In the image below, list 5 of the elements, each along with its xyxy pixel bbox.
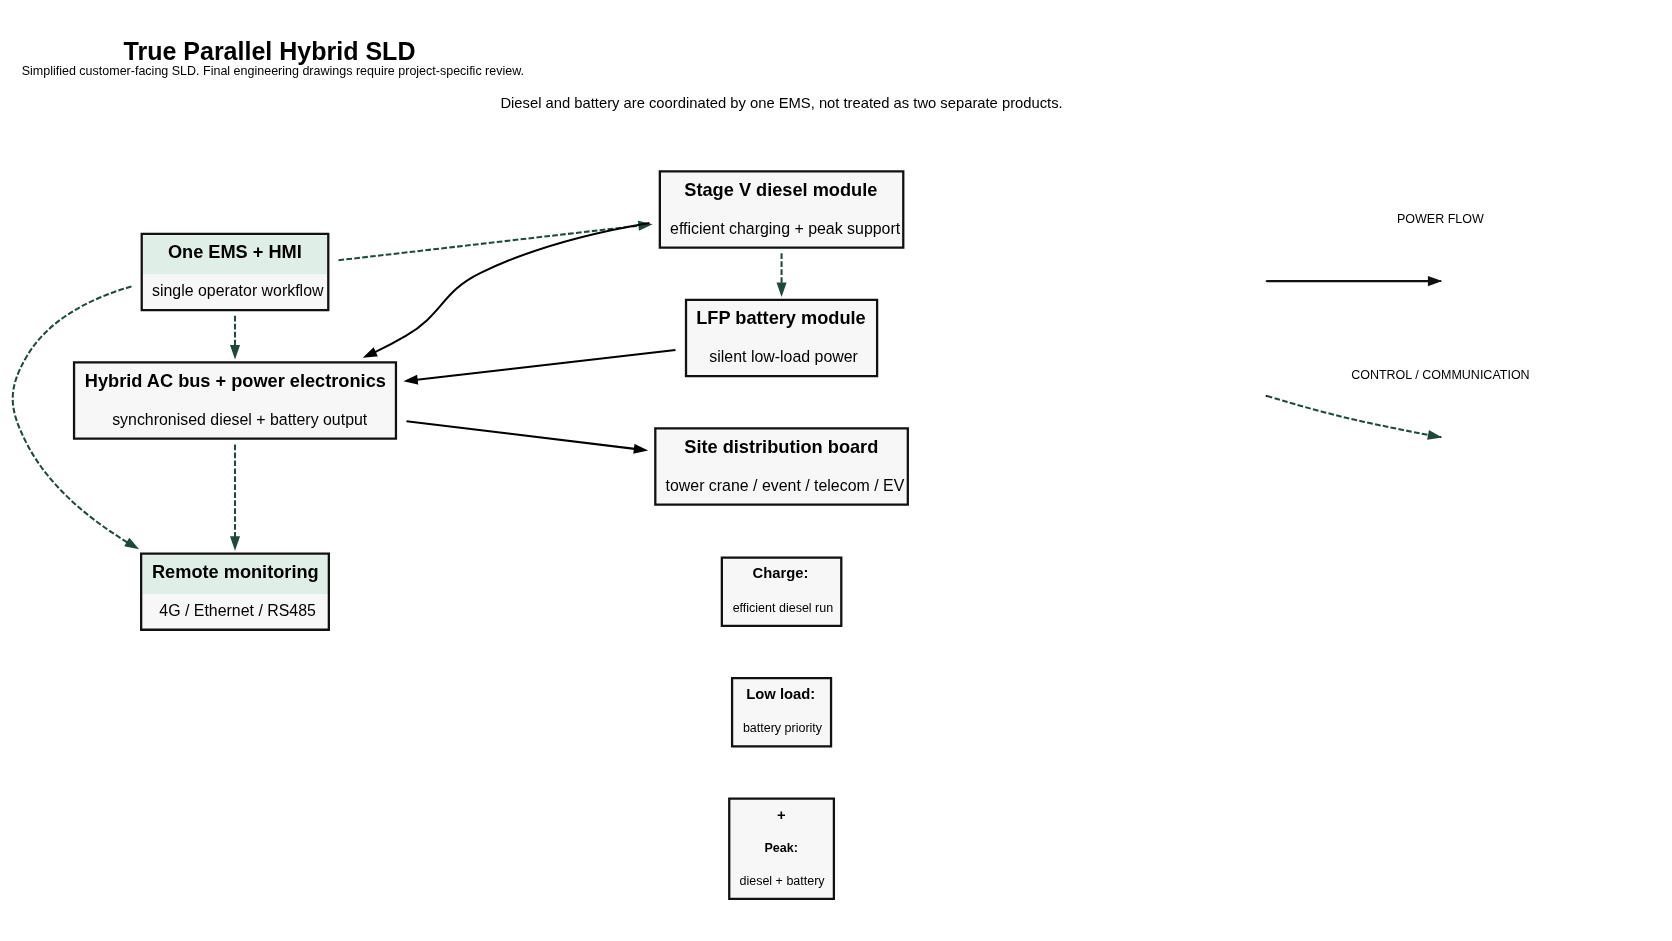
label: Diesel and battery are coordinated by one EMS, not treated as two separate products.: [500, 94, 1063, 111]
legend-label: POWER FLOW: [1397, 211, 1484, 226]
caption: Simplified customer-facing SLD. Final engineering drawings require project-specific review.: [21, 64, 525, 78]
legend-label: CONTROL / COMMUNICATION: [1351, 367, 1530, 382]
diagram-title: True Parallel Hybrid SLD: [123, 36, 416, 65]
